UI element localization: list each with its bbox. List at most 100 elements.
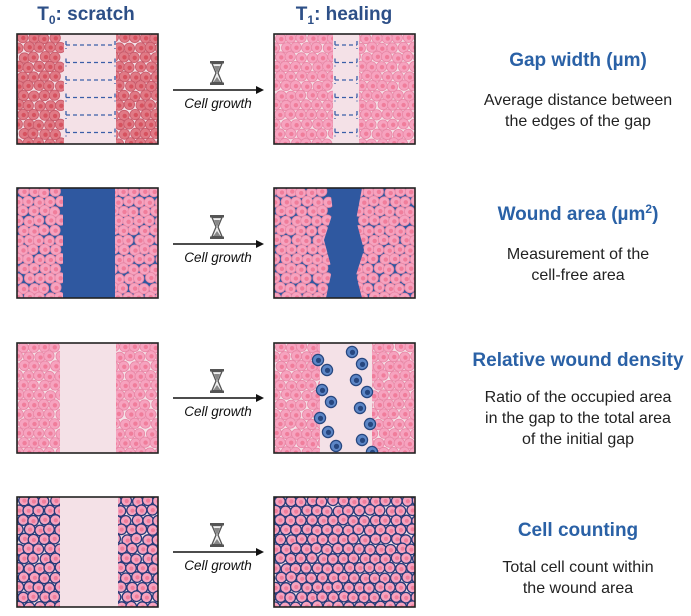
cell-nucleus [357, 508, 362, 513]
cell-nucleus [295, 256, 300, 262]
cell-nucleus [409, 547, 414, 552]
cell-nucleus [325, 509, 330, 514]
cell-nucleus [391, 103, 396, 108]
cell-nucleus [305, 45, 310, 51]
cell-nucleus [160, 355, 164, 359]
cell-nucleus [381, 355, 386, 360]
cell-nucleus [144, 460, 148, 464]
cell-nucleus [364, 112, 369, 117]
cell [306, 148, 316, 158]
cell-nucleus [133, 306, 137, 310]
cell-nucleus [47, 374, 53, 380]
cell-nucleus [293, 83, 299, 89]
cell-nucleus [386, 345, 392, 350]
cell-nucleus [133, 421, 138, 426]
cell-nucleus [419, 346, 423, 350]
cell-nucleus [383, 557, 388, 562]
row-gap-width: Cell growth Gap width (µm) Average dista… [16, 33, 672, 159]
cell-nucleus [131, 267, 137, 272]
cell-nucleus [42, 93, 48, 99]
cell-nucleus [27, 567, 32, 572]
cell-nucleus [372, 199, 377, 204]
cell-nucleus [369, 122, 374, 128]
cell-nucleus [32, 305, 36, 309]
cell-nucleus [385, 132, 390, 138]
cell [306, 610, 317, 616]
cell-nucleus [394, 277, 399, 282]
cell [285, 301, 295, 311]
cell-nucleus [42, 286, 47, 292]
cell [129, 303, 139, 313]
cell-nucleus [290, 189, 295, 194]
cell-nucleus [416, 576, 420, 580]
cell [147, 601, 158, 607]
cell-nucleus [309, 576, 314, 581]
cell-nucleus [300, 383, 305, 389]
cell-nucleus [365, 73, 370, 79]
cell [9, 456, 19, 466]
cell-nucleus [311, 345, 316, 351]
cell-nucleus [131, 210, 136, 215]
cell [317, 457, 327, 467]
cell-nucleus [315, 585, 320, 590]
cell [149, 302, 159, 312]
cell-nucleus [309, 112, 314, 118]
cell-nucleus [399, 266, 404, 271]
cell-nucleus [398, 527, 404, 533]
cell-nucleus [399, 567, 404, 572]
cell-nucleus [295, 432, 300, 437]
cell-nucleus [122, 403, 127, 408]
cell-nucleus [131, 228, 137, 233]
cell-nucleus [322, 152, 326, 156]
cell-nucleus [42, 345, 48, 350]
row-description-line-1: Average distance between [484, 92, 672, 109]
cell-nucleus [274, 374, 278, 379]
cell [274, 420, 275, 427]
cell-nucleus [294, 123, 299, 128]
cell-nucleus [310, 74, 315, 80]
cell-nucleus [133, 441, 139, 446]
cell-nucleus [288, 518, 293, 523]
cell-nucleus [26, 431, 32, 436]
cell [287, 149, 297, 159]
row-wound-area: Cell growth Wound area (µm2) Measurement… [16, 187, 658, 313]
cell-nucleus [408, 285, 413, 291]
cell-nucleus [54, 247, 59, 253]
cell-nucleus [357, 547, 362, 552]
panel-t1-wound-area-cells [274, 188, 415, 311]
arrow-head [256, 548, 264, 556]
cell-nucleus [346, 528, 351, 533]
cell-nucleus [143, 55, 149, 60]
panel-t0-wound-area-frame [16, 187, 159, 299]
cell [356, 138, 368, 144]
cell-nucleus [326, 64, 331, 69]
cell-nucleus [377, 266, 383, 271]
cell-nucleus [310, 151, 314, 155]
cell-nucleus [161, 605, 165, 609]
cell-nucleus [52, 210, 58, 215]
cell-nucleus [38, 104, 43, 109]
cell-nucleus [369, 103, 374, 109]
cell-nucleus [367, 209, 372, 214]
cell [159, 543, 170, 554]
cell-nucleus [47, 412, 52, 417]
cell-nucleus [403, 432, 409, 437]
cell-nucleus [320, 576, 325, 581]
cell-nucleus [316, 84, 321, 90]
cell-nucleus [396, 75, 401, 80]
cell-nucleus [278, 383, 283, 388]
cell-nucleus [32, 266, 37, 271]
cell-nucleus [305, 373, 310, 378]
cell-nucleus [390, 65, 395, 70]
cell-nucleus [289, 305, 293, 309]
gap-measure-line [334, 128, 358, 137]
cell-nucleus [17, 547, 22, 552]
gap-measure-line [334, 111, 358, 119]
cell-nucleus [32, 36, 37, 41]
cell-nucleus [393, 393, 398, 398]
cell-nucleus [17, 218, 21, 224]
gap-measure-line [334, 41, 358, 49]
cell-nucleus [386, 402, 392, 407]
cell-nucleus [384, 54, 390, 60]
cell-nucleus [305, 393, 310, 399]
